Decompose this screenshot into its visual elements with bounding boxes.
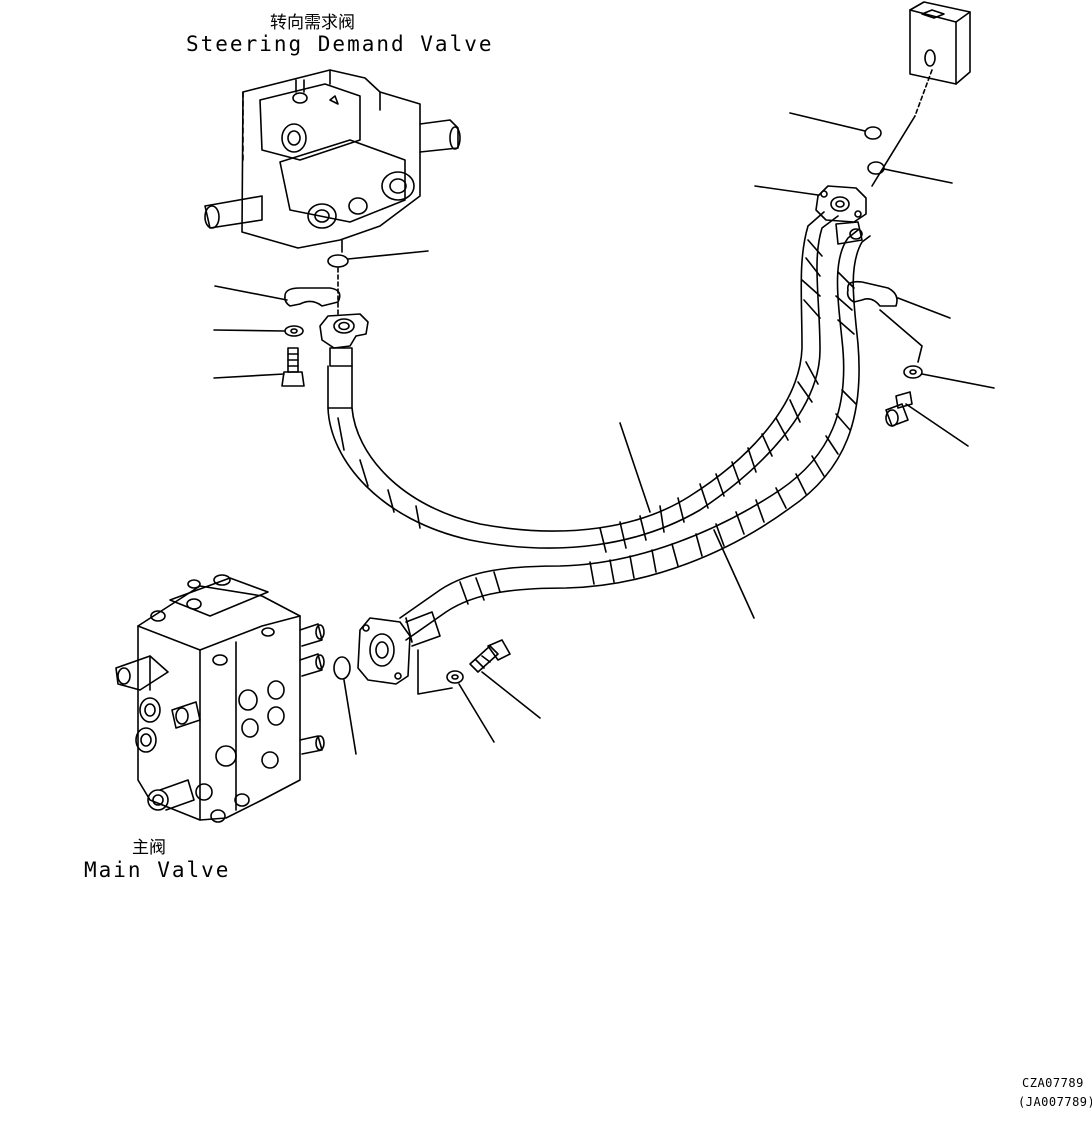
hose-leaders [619, 422, 755, 619]
port-block-top-right [871, 1, 971, 187]
washer-lower [417, 649, 495, 743]
hose-fitting-steering-end [319, 313, 369, 367]
drawing-code: CZA07789 [1022, 1076, 1084, 1090]
bolt-right [885, 391, 969, 447]
hose-lower [399, 229, 871, 643]
washer-left [213, 325, 304, 337]
o-rings-right [754, 112, 953, 196]
bolt-lower [469, 639, 541, 719]
bolt-left [213, 347, 305, 387]
split-flange-half-left [214, 285, 341, 307]
hose-flange-main-end [357, 611, 441, 685]
drawing-code-alt: (JA007789) [1018, 1095, 1092, 1109]
hose-fittings-right [815, 185, 867, 245]
hose-upper [327, 211, 839, 553]
split-flange-half-right [846, 280, 951, 363]
steering-valve-label-cn: 转向需求阀 [270, 13, 355, 33]
steering-valve-label-en: Steering Demand Valve [186, 32, 494, 56]
steering-demand-valve [204, 69, 461, 253]
main-valve-label-cn: 主阀 [132, 838, 166, 858]
o-ring-steering-port [327, 250, 429, 317]
main-valve [115, 574, 325, 823]
washer-right [903, 365, 995, 389]
main-valve-label-en: Main Valve [84, 858, 231, 882]
o-ring-main-port [333, 656, 357, 755]
